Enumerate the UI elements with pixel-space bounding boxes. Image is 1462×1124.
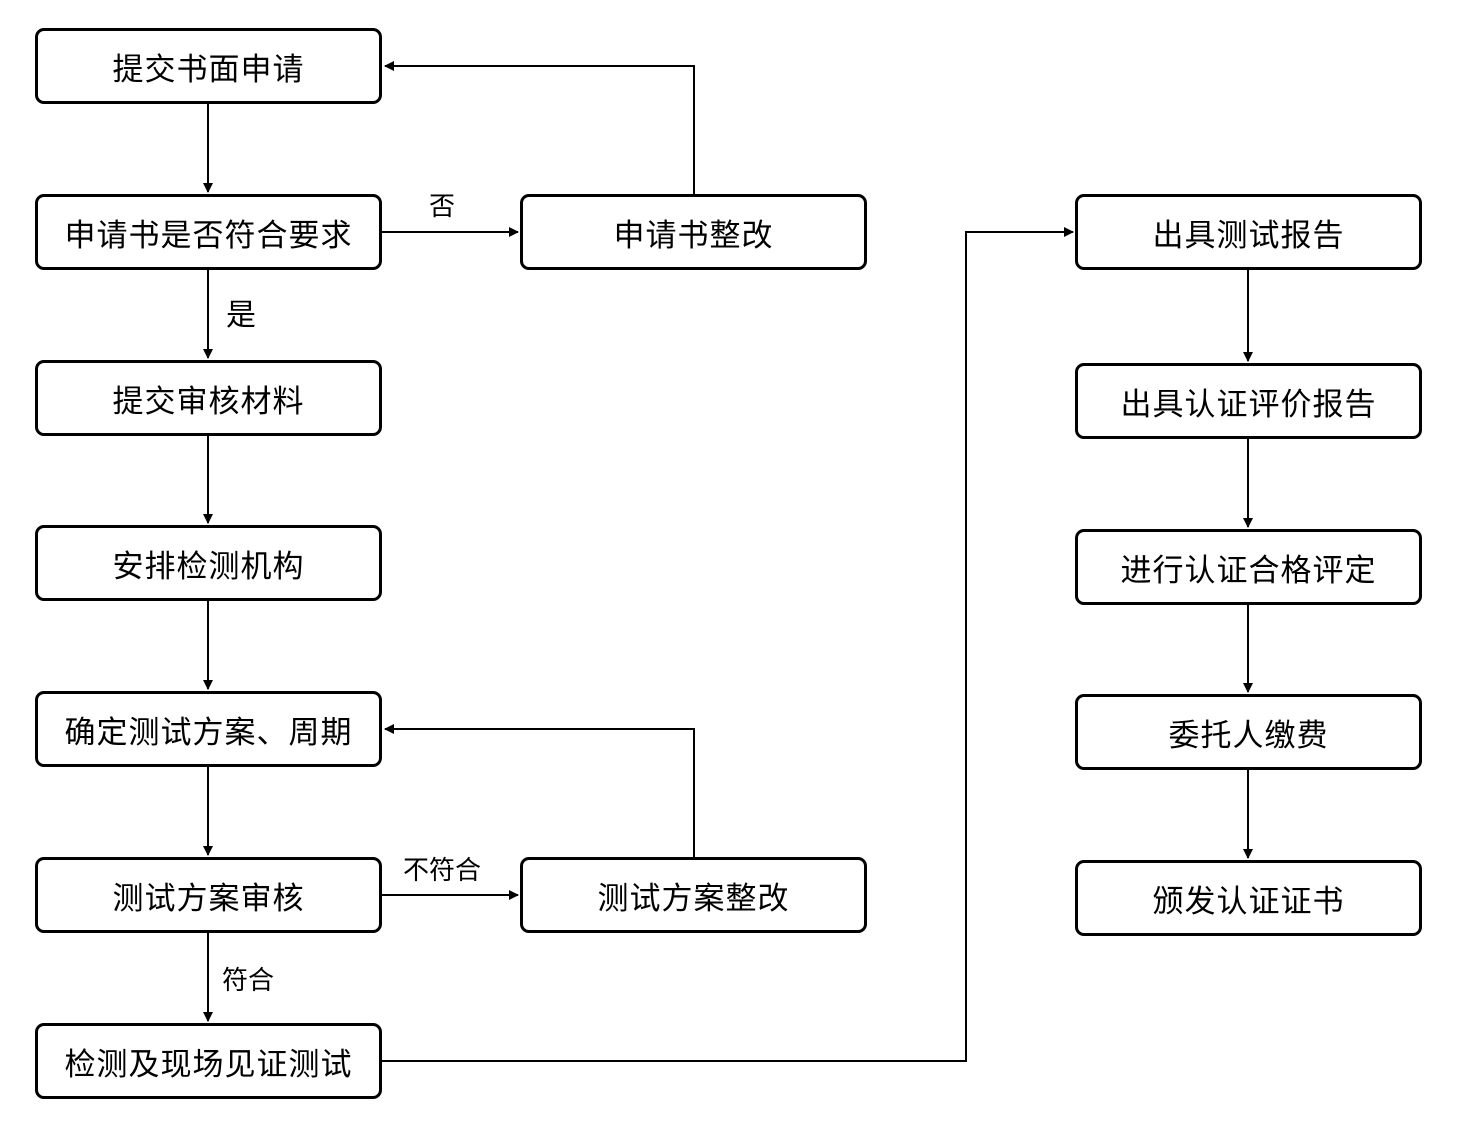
step-issue-test-report: 出具测试报告 bbox=[1075, 194, 1422, 270]
step-define-test-plan: 确定测试方案、周期 bbox=[35, 691, 382, 767]
step-issue-evaluation-report: 出具认证评价报告 bbox=[1075, 363, 1422, 439]
step-issue-certificate: 颁发认证证书 bbox=[1075, 860, 1422, 936]
edge-label-no: 否 bbox=[429, 192, 456, 222]
decision-application-compliant: 申请书是否符合要求 bbox=[35, 194, 382, 270]
step-arrange-lab: 安排检测机构 bbox=[35, 525, 382, 601]
step-submit-materials: 提交审核材料 bbox=[35, 360, 382, 436]
arrow-witness-to-report bbox=[382, 227, 1074, 1062]
arrow-revise-back-to-submit bbox=[384, 61, 695, 194]
edge-label-yes: 是 bbox=[226, 298, 256, 333]
step-revise-test-plan: 测试方案整改 bbox=[520, 857, 867, 933]
arrow-plan-revise-back bbox=[384, 724, 695, 857]
step-conformity-assessment: 进行认证合格评定 bbox=[1075, 529, 1422, 605]
edge-label-not-compliant: 不符合 bbox=[403, 856, 482, 886]
step-revise-application: 申请书整改 bbox=[520, 194, 867, 270]
step-review-test-plan: 测试方案审核 bbox=[35, 857, 382, 933]
edge-label-compliant: 符合 bbox=[222, 966, 275, 996]
step-witness-testing: 检测及现场见证测试 bbox=[35, 1023, 382, 1099]
step-client-payment: 委托人缴费 bbox=[1075, 694, 1422, 770]
step-submit-application: 提交书面申请 bbox=[35, 28, 382, 104]
